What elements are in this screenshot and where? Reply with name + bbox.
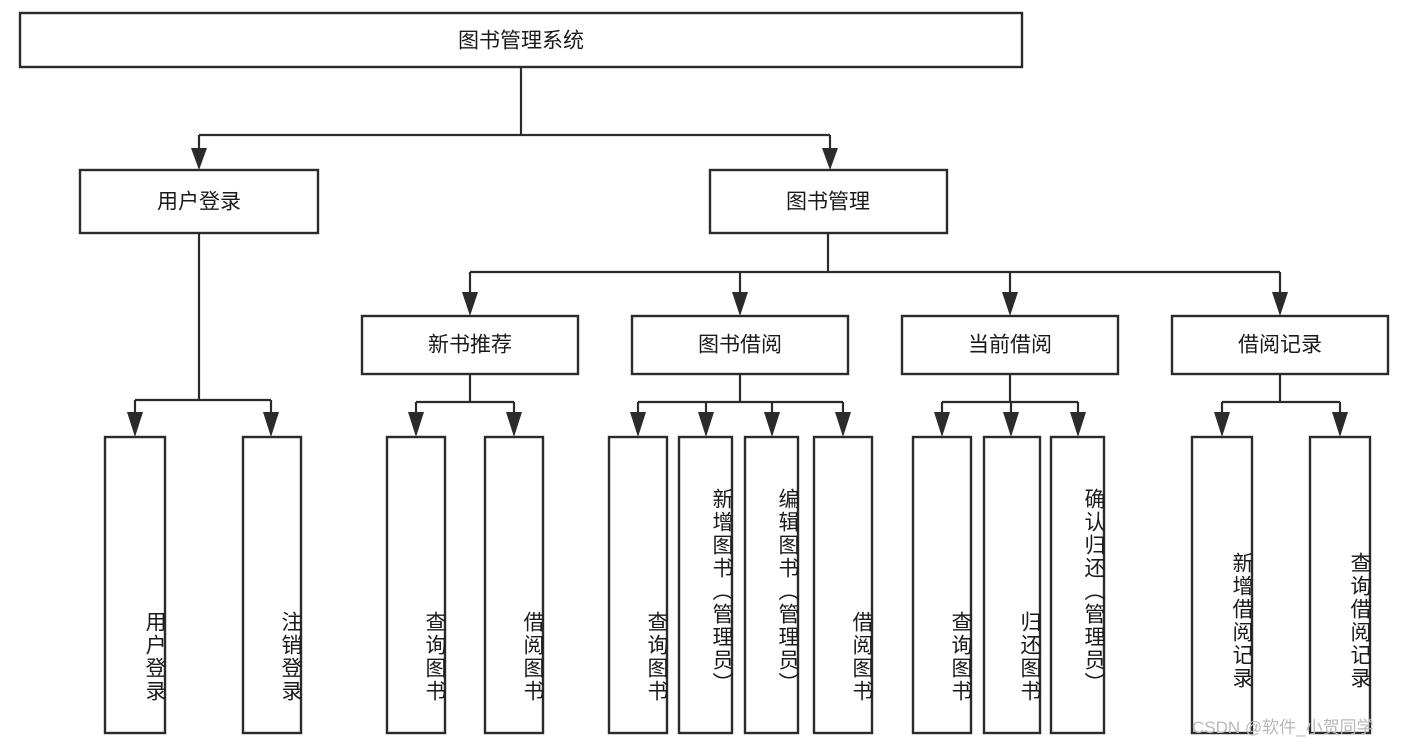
node-label-new-book: 新书推荐 bbox=[428, 334, 512, 357]
node-box-leaf-logout[interactable] bbox=[241, 435, 303, 735]
node-box-user-login[interactable] bbox=[78, 168, 320, 235]
arrow-to-borrow bbox=[732, 292, 748, 316]
arrow-to-leaf-e2 bbox=[1332, 412, 1348, 437]
arrow-to-book-manage bbox=[822, 148, 838, 170]
arrow-to-leaf-c2 bbox=[698, 412, 714, 437]
node-label-record: 借阅记录 bbox=[1238, 334, 1322, 357]
arrow-to-leaf-d3 bbox=[1070, 412, 1086, 437]
node-box-record[interactable] bbox=[1170, 314, 1390, 376]
arrow-to-leaf-d1 bbox=[934, 412, 950, 437]
node-box-leaf-borrow-book-1[interactable] bbox=[483, 435, 545, 735]
arrow-to-leaf-b2 bbox=[506, 412, 522, 437]
node-box-leaf-add-record[interactable] bbox=[1190, 435, 1254, 735]
node-box-leaf-user-login[interactable] bbox=[103, 435, 167, 735]
arrow-to-leaf-c3 bbox=[764, 412, 780, 437]
arrow-to-leaf-a2 bbox=[263, 412, 279, 437]
node-box-current[interactable] bbox=[900, 314, 1120, 376]
arrow-to-leaf-c4 bbox=[835, 412, 851, 437]
node-box-leaf-return-book[interactable] bbox=[982, 435, 1042, 735]
node-box-leaf-query-record[interactable] bbox=[1308, 435, 1372, 735]
node-box-leaf-query-book-1[interactable] bbox=[385, 435, 447, 735]
arrow-to-leaf-d2 bbox=[1003, 412, 1019, 437]
node-label-book-manage: 图书管理 bbox=[786, 191, 870, 214]
arrow-to-leaf-b1 bbox=[408, 412, 424, 437]
node-box-root[interactable] bbox=[18, 11, 1024, 69]
connector-group-userlogin-to-leaves bbox=[127, 233, 279, 437]
arrow-to-leaf-a1 bbox=[127, 412, 143, 437]
connector-group-borrow-to-leaves bbox=[630, 374, 851, 437]
node-box-new-book[interactable] bbox=[360, 314, 580, 376]
arrow-to-new-book bbox=[462, 292, 478, 316]
node-box-leaf-confirm-return[interactable] bbox=[1049, 435, 1106, 735]
node-label-current: 当前借阅 bbox=[968, 334, 1052, 357]
arrow-to-current bbox=[1002, 292, 1018, 316]
connector-group-record-to-leaves bbox=[1214, 374, 1348, 437]
node-box-leaf-query-book-2[interactable] bbox=[607, 435, 669, 735]
csdn-watermark: CSDN @软件_小贺同学 bbox=[1192, 718, 1374, 737]
connector-group-current-to-leaves bbox=[934, 374, 1086, 437]
connector-group-bookmanage-to-level3 bbox=[462, 233, 1288, 316]
node-box-book-manage[interactable] bbox=[708, 168, 949, 235]
arrow-to-leaf-c1 bbox=[630, 412, 646, 437]
arrow-to-leaf-e1 bbox=[1214, 412, 1230, 437]
node-label-user-login: 用户登录 bbox=[157, 191, 241, 214]
connector-group-root-to-level2 bbox=[191, 67, 838, 170]
node-box-leaf-edit-book[interactable] bbox=[743, 435, 800, 735]
node-box-leaf-borrow-book-2[interactable] bbox=[812, 435, 874, 735]
node-label-borrow: 图书借阅 bbox=[698, 334, 782, 357]
arrow-to-record bbox=[1272, 292, 1288, 316]
node-box-borrow[interactable] bbox=[630, 314, 850, 376]
connector-group-newbook-to-leaves bbox=[408, 374, 522, 437]
arrow-to-user-login bbox=[191, 148, 207, 170]
node-label-root: 图书管理系统 bbox=[458, 30, 584, 53]
node-box-leaf-query-book-3[interactable] bbox=[911, 435, 973, 735]
node-box-leaf-add-book[interactable] bbox=[677, 435, 734, 735]
